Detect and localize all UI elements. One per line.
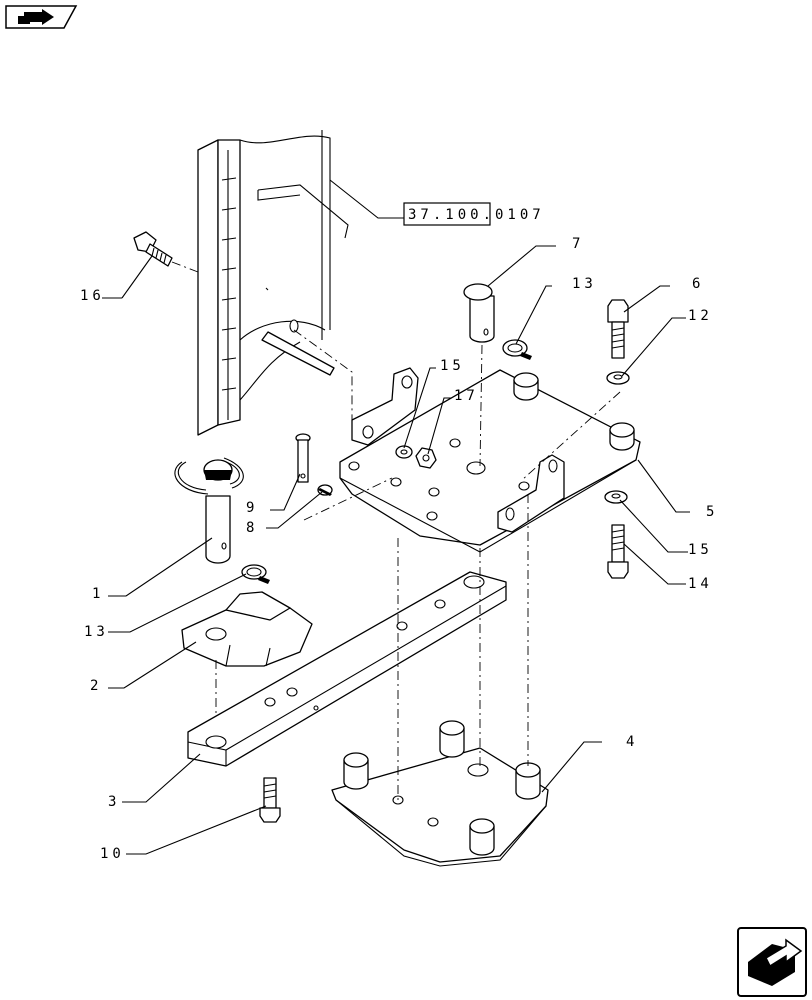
callout-labels: 16 7 13 6 12 15 17 5 15 14 9 8 1 13 2 3 … — [80, 236, 718, 862]
callout-7: 7 — [572, 236, 584, 252]
callout-15-upper: 15 — [440, 358, 465, 374]
clip-8 — [317, 484, 333, 496]
next-page-arrow-icon[interactable] — [737, 927, 807, 997]
callout-12: 12 — [688, 308, 713, 324]
hitch-hook-2 — [181, 591, 313, 667]
callout-6: 6 — [692, 276, 704, 292]
drawbar-3 — [187, 571, 507, 767]
callout-8: 8 — [246, 520, 258, 536]
callout-1: 1 — [92, 586, 104, 602]
washer-15-lower — [604, 490, 628, 504]
washer-12 — [606, 371, 630, 385]
callout-5: 5 — [706, 504, 718, 520]
pin-1 — [174, 457, 244, 564]
callout-3: 3 — [108, 794, 120, 810]
callout-15-lower: 15 — [688, 542, 713, 558]
callout-2: 2 — [90, 678, 102, 694]
callout-13-upper: 13 — [572, 276, 597, 292]
clip-13-lower — [241, 564, 270, 584]
callout-17: 17 — [454, 388, 479, 404]
clip-13-upper — [502, 339, 532, 360]
pin-9 — [295, 433, 311, 483]
callout-10: 10 — [100, 846, 125, 862]
pin-7 — [463, 283, 495, 467]
washer-15-upper — [395, 445, 413, 459]
leader-lines — [102, 245, 690, 855]
callout-4: 4 — [626, 734, 638, 750]
callout-14: 14 — [688, 576, 713, 592]
callout-13-lower: 13 — [84, 624, 109, 640]
bolt-10 — [259, 777, 281, 823]
nut-17 — [415, 447, 437, 469]
reference-text: 37.100.0107 — [408, 207, 545, 223]
callout-16: 16 — [80, 288, 105, 304]
tractor-frame — [197, 130, 349, 436]
bolt-16 — [133, 231, 199, 273]
hitch-plate-5 — [339, 367, 641, 553]
bolt-6 — [607, 299, 629, 359]
reference-callout[interactable]: 37.100.0107 — [329, 179, 545, 226]
bolt-14 — [607, 524, 629, 579]
base-plate-4 — [331, 720, 549, 867]
callout-9: 9 — [246, 500, 258, 516]
book-arrow-icon[interactable] — [5, 5, 78, 29]
